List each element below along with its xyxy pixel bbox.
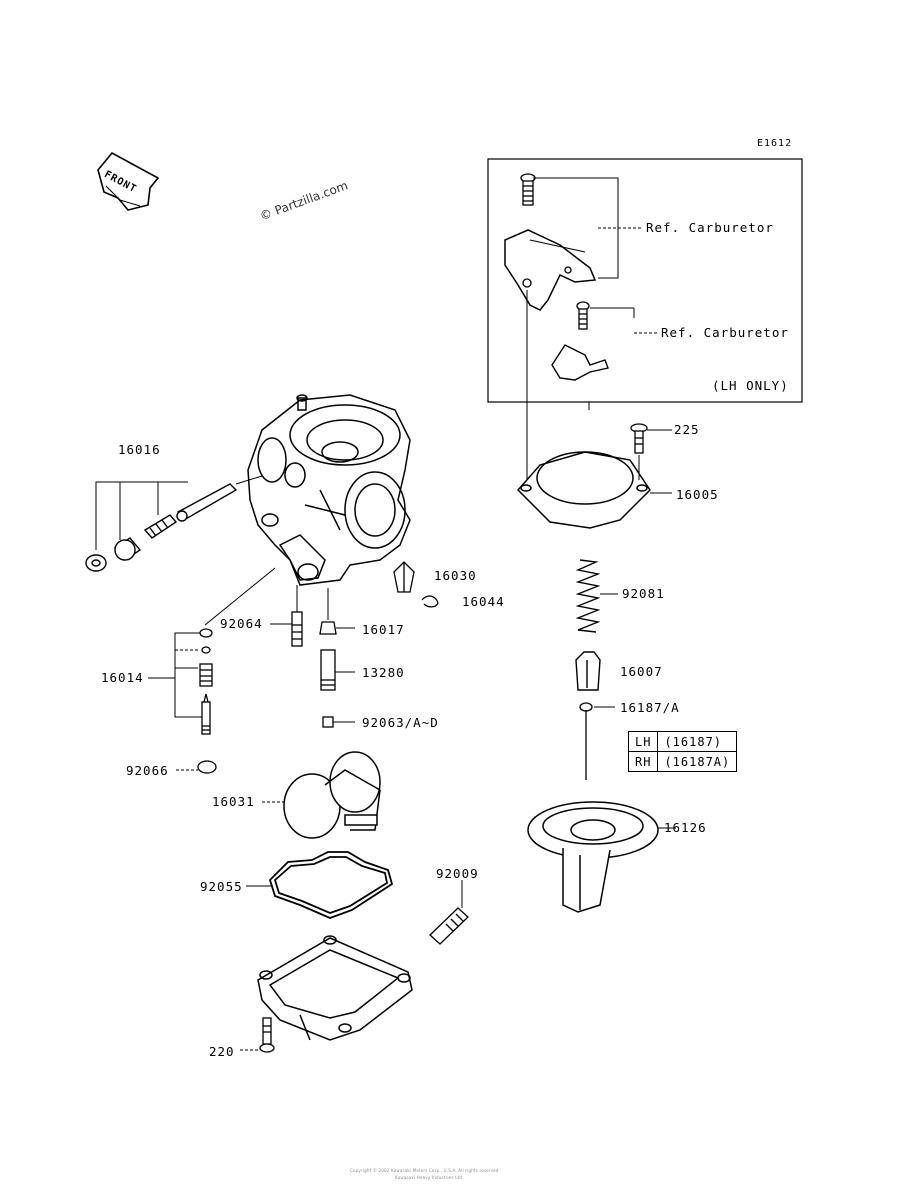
footer-line-1: Copyright © 2002 Kawasaki Motors Corp., … [350, 1168, 499, 1173]
part-label-92066: 92066 [126, 763, 169, 778]
part-16005-icon [516, 451, 672, 529]
part-16126-icon [527, 801, 676, 913]
part-92063-icon [322, 716, 355, 728]
variant-part-rh: (16187A) [657, 751, 738, 772]
lh-only-inset-box [487, 158, 803, 403]
part-label-225: 225 [674, 422, 700, 437]
part-16007-icon [575, 651, 601, 691]
part-label-16016: 16016 [118, 442, 161, 457]
inset-clip-icon [551, 344, 609, 381]
part-16014-icon [199, 628, 213, 735]
front-arrow-icon [97, 151, 160, 211]
part-13280-icon [320, 649, 355, 691]
diagram-code: E1612 [757, 138, 793, 149]
inset-bracket-icon [504, 229, 597, 311]
part-225-icon [630, 423, 672, 454]
part-label-92063: 92063/A~D [362, 715, 439, 730]
part-label-92009: 92009 [436, 866, 479, 881]
inset-small-screw-icon [576, 301, 590, 330]
part-16016-icon [85, 483, 238, 572]
ref-carburetor-label-1: Ref. Carburetor [646, 220, 774, 235]
part-label-92055: 92055 [200, 879, 243, 894]
part-16031-icon [262, 751, 381, 839]
variant-table: LH (16187) RH (16187A) [627, 731, 738, 772]
part-16017-icon [319, 621, 355, 635]
variant-side-lh: LH [627, 731, 659, 752]
part-label-16017: 16017 [362, 622, 405, 637]
part-220-icon [240, 1017, 275, 1053]
part-label-16030: 16030 [434, 568, 477, 583]
table-row: LH (16187) [627, 731, 738, 752]
part-16187-icon [579, 702, 615, 780]
variant-part-lh: (16187) [657, 731, 738, 752]
part-92081-icon [575, 559, 618, 633]
part-16044-icon [421, 595, 439, 608]
part-label-16187: 16187/A [620, 700, 680, 715]
inset-screw-icon [520, 173, 536, 206]
part-label-92064: 92064 [220, 616, 263, 631]
part-92064-icon [291, 611, 303, 647]
table-row: RH (16187A) [627, 751, 738, 772]
part-92009-icon [429, 880, 469, 945]
part-92055-icon [246, 851, 394, 919]
part-label-220: 220 [209, 1044, 235, 1059]
part-92066-icon [176, 760, 217, 774]
footer-line-2: Kawasaki Heavy Industries Ltd. [395, 1175, 464, 1180]
part-label-16005: 16005 [676, 487, 719, 502]
part-16030-icon [393, 561, 415, 593]
part-label-16007: 16007 [620, 664, 663, 679]
part-label-16044: 16044 [462, 594, 505, 609]
part-label-13280: 13280 [362, 665, 405, 680]
lh-only-label: (LH ONLY) [712, 378, 789, 393]
ref-carburetor-label-2: Ref. Carburetor [661, 325, 789, 340]
part-label-16126: 16126 [664, 820, 707, 835]
part-label-16031: 16031 [212, 794, 255, 809]
float-bowl-icon [257, 935, 413, 1041]
carburetor-body-icon [247, 394, 411, 586]
part-label-16014: 16014 [101, 670, 144, 685]
part-label-92081: 92081 [622, 586, 665, 601]
variant-side-rh: RH [627, 751, 659, 772]
